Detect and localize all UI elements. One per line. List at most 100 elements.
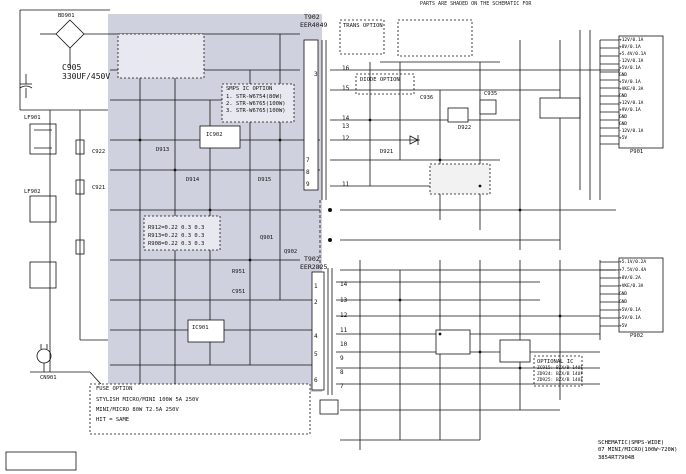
- connector-pin-label: +8V/0.1A: [619, 45, 641, 50]
- pin-number: 14: [340, 281, 348, 288]
- bridge-rectifier: [40, 19, 110, 66]
- pin-number: 1: [314, 283, 318, 290]
- pin-number: 8: [306, 169, 310, 176]
- ratio-row-1: R912=0.22 0.3 0.3: [148, 225, 205, 231]
- pin-number: 6: [314, 377, 318, 384]
- pin-number: 7: [340, 383, 344, 390]
- t902b-label: T902: [304, 255, 320, 263]
- component-label: C922: [92, 149, 106, 155]
- pin-number: 12: [340, 312, 348, 319]
- diode-d920: [409, 135, 419, 145]
- connector-pin-label: +7.5V/0.4A: [619, 268, 647, 273]
- pin-number: 12: [342, 135, 350, 142]
- pin-number: 2: [314, 299, 318, 306]
- line-filter-lf901: [29, 123, 57, 155]
- diode-option-label: DIODE OPTION: [360, 77, 400, 83]
- connector-pin-label: GND: [619, 94, 628, 99]
- connector-pin-label: -12V/0.1A: [619, 129, 644, 134]
- connector-pin-label: -12V/0.1A: [619, 59, 644, 64]
- component-label: D921: [380, 149, 394, 155]
- trans-option-label: TRANS OPTION: [343, 23, 383, 29]
- pin-number: 15: [342, 85, 350, 92]
- component-label: D915: [258, 177, 272, 183]
- connector-pin-label: GND: [619, 300, 628, 305]
- connector-pin-label: +9V/0.1A: [619, 108, 641, 113]
- connector-pin-label: +5.1V/0.2A: [619, 260, 647, 265]
- t902-label: T902: [304, 13, 320, 21]
- pin-number: 10: [340, 341, 348, 348]
- fuse-row-1: STYLISH MICRO/MINI 100W 5A 250V: [96, 397, 199, 403]
- pin-number: 11: [340, 327, 348, 334]
- connector-pin-label: +5V/0.1A: [619, 308, 641, 313]
- connector-pin-label: +12V/0.1A: [619, 38, 644, 43]
- title-line-2: 07 MINI/MICRO(100W~720W): [598, 447, 678, 454]
- connector-pin-label: GND: [619, 73, 628, 78]
- pin-number: 5: [314, 351, 318, 358]
- component-label: C921: [92, 185, 106, 191]
- pin-number: 9: [340, 355, 344, 362]
- component-label: D922: [458, 125, 472, 131]
- connector-p901: [618, 35, 664, 149]
- component-label: C935: [484, 91, 498, 97]
- t902b-part: EER2825: [300, 263, 328, 271]
- connector-pin-label: +VKE/0.3A: [619, 284, 644, 289]
- pin-number: 7: [306, 157, 310, 164]
- c905-label: C905: [62, 63, 82, 72]
- ic902-label: IC902: [206, 132, 223, 138]
- pin-number: 4: [314, 333, 318, 340]
- component-label: Q901: [260, 235, 274, 241]
- pin-number: 13: [340, 297, 348, 304]
- connector-pin-label: +5V: [619, 136, 628, 141]
- optional-ic-label: OPTIONAL IC: [537, 359, 574, 365]
- smps-ic: [199, 125, 241, 149]
- component-label: C936: [420, 95, 434, 101]
- option-list-3: ZD925: BZX/B 14UF: [537, 378, 584, 383]
- connector-pin-label: +5V/0.1A: [619, 316, 641, 321]
- smps-option-3: 3. STR-W6765(100W): [226, 108, 286, 114]
- pin-number: 3: [314, 71, 318, 78]
- fuse-row-3: HIT = SAME: [96, 417, 130, 423]
- c905-value: 330UF/450V: [62, 72, 111, 81]
- fuse-option-title: FUSE OPTION: [96, 386, 133, 392]
- component-label: C951: [232, 289, 246, 295]
- pin-number: 14: [342, 115, 350, 122]
- connector-pin-label: +5V: [619, 324, 628, 329]
- title-line-3: 3854RT7904B: [598, 454, 635, 461]
- capacitor-c905: [19, 74, 33, 98]
- component-label: Q902: [284, 249, 298, 255]
- pin-number: 13: [342, 123, 350, 130]
- transformer-t902: [303, 39, 327, 200]
- component-label: D914: [186, 177, 200, 183]
- connector-pin-label: +5.4V/0.1A: [619, 52, 647, 57]
- connector-pin-label: +VKE/0.3A: [619, 87, 644, 92]
- option-list-1: ZC915: BZX/B 14UF: [537, 366, 584, 371]
- bd901-label: BD901: [58, 13, 75, 19]
- title-line-1: SCHEMATIC(SMPS-WIDE): [598, 440, 665, 446]
- fuse-row-2: MINI/MICRO 80W T2.5A 250V: [96, 407, 179, 413]
- connector-pin-label: +5V/0.1A: [619, 66, 641, 71]
- component-label: IC901: [192, 325, 209, 331]
- smps-option-1: 1. STR-W6754(80W): [226, 94, 283, 100]
- smps-option-2: 2. STR-W6765(100W): [226, 101, 286, 107]
- connector-pin-label: +5V/0.1A: [619, 80, 641, 85]
- shaded-notice: PARTS ARE SHADED ON THE SCHEMATIC FOR: [420, 1, 532, 7]
- connector-p902: [618, 257, 664, 333]
- t902-part: EER4049: [300, 21, 328, 29]
- pin-number: 16: [342, 65, 350, 72]
- component-label: R951: [232, 269, 246, 275]
- component-label: LF901: [24, 115, 41, 121]
- component-label: CN901: [40, 375, 57, 381]
- connector-p901-name: P901: [630, 149, 644, 155]
- option-list-2: ZD924: BZX/B 14UF: [537, 372, 584, 377]
- connector-p902-name: P902: [630, 333, 644, 339]
- connector-pin-label: GND: [619, 292, 628, 297]
- pin-number: 8: [340, 369, 344, 376]
- pin-number: 9: [306, 181, 310, 188]
- component-label: D913: [156, 147, 170, 153]
- component-label: LF902: [24, 189, 41, 195]
- connector-pin-label: +8V/0.2A: [619, 276, 641, 281]
- ratio-row-2: R913=0.22 0.3 0.3: [148, 233, 205, 239]
- smps-option-title: SMPS IC OPTION: [226, 86, 273, 92]
- line-filter-lf902: [29, 195, 57, 223]
- connector-pin-label: +12V/0.1A: [619, 101, 644, 106]
